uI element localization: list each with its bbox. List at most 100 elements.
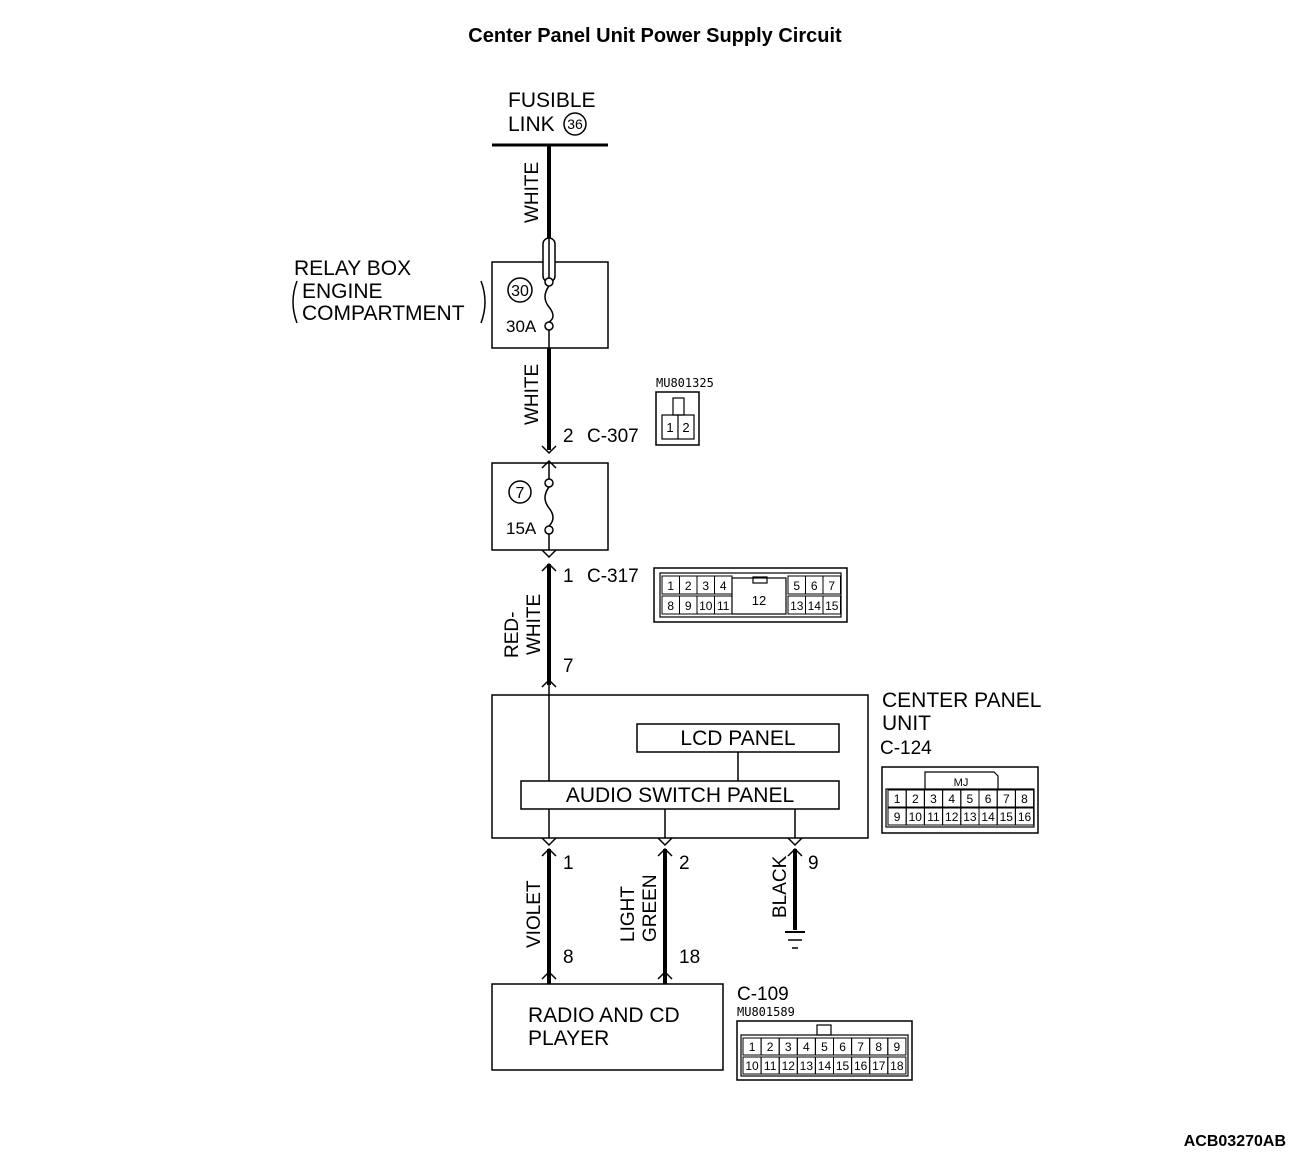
c124-bottom-cell-13: 13	[963, 810, 977, 824]
center-panel-input-pin: 7	[563, 656, 574, 677]
relay-box-paren-left	[292, 280, 298, 324]
center-panel-label-line2: UNIT	[882, 712, 931, 735]
c307-cell-2: 2	[682, 420, 689, 435]
wire-label-light-green-line1: LIGHT	[618, 886, 639, 942]
fuse-7-rating: 15A	[506, 519, 537, 538]
c109-top-cell-7: 7	[857, 1040, 864, 1054]
fuse-30-element	[544, 285, 554, 323]
fuse-7-box: 7 15A	[491, 462, 609, 551]
fusible-link-number: 36	[567, 116, 583, 132]
c109-bottom-cell-12: 12	[782, 1059, 796, 1073]
c317-top-cell-1: 1	[667, 579, 674, 593]
radio-cd-player: RADIO AND CD PLAYER	[491, 983, 724, 1071]
relay-box-paren-right	[480, 280, 486, 324]
c317-top-cell-2: 2	[685, 579, 692, 593]
c109-bottom-cell-14: 14	[818, 1059, 832, 1073]
radio-label-line2: PLAYER	[528, 1027, 609, 1050]
c109-top-cell-4: 4	[803, 1040, 810, 1054]
c109-bottom-cell-15: 15	[836, 1059, 850, 1073]
fusible-link-number-circle	[563, 112, 587, 136]
c317-bottom-cell-box	[714, 595, 733, 615]
c109-bottom-cell-18: 18	[890, 1059, 904, 1073]
c109-top-cell-2: 2	[767, 1040, 774, 1054]
radio-pin-18: 18	[679, 947, 700, 968]
fuse-7-element	[544, 486, 554, 527]
ground-icon	[785, 931, 805, 949]
wire-label-white-2: WHITE	[522, 364, 543, 425]
c317-id-label: C-317	[587, 566, 639, 587]
center-panel-output-pin-9: 9	[808, 853, 819, 874]
fusible-link: FUSIBLE LINK 36	[492, 89, 608, 147]
wire-label-black: BLACK	[770, 855, 791, 918]
c124-top-cell-4: 4	[948, 792, 955, 806]
c109-top-cell-6: 6	[839, 1040, 846, 1054]
center-panel-output-pin-1: 1	[563, 853, 574, 874]
relay-box: RELAY BOX ENGINE COMPARTMENT 30 30A	[292, 237, 609, 349]
relay-box-label-line3: COMPARTMENT	[302, 302, 465, 325]
c124-tag: MJ	[954, 777, 969, 789]
fuse-30-rating: 30A	[506, 317, 537, 336]
c109-top-cell-3: 3	[785, 1040, 792, 1054]
c307-id-label: C-307	[587, 426, 639, 447]
c317-bottom-cell-11: 11	[717, 599, 730, 613]
c109-id-label: C-109	[737, 984, 789, 1005]
c317-top-cell-3: 3	[702, 579, 709, 593]
c307-cell-1: 1	[666, 420, 673, 435]
radio-label-line1: RADIO AND CD	[528, 1004, 680, 1027]
center-panel-label-line1: CENTER PANEL	[882, 689, 1041, 712]
wire-label-violet: VIOLET	[524, 880, 545, 948]
c124-bottom-cell-10: 10	[909, 810, 923, 824]
c124-bottom-cell-16: 16	[1018, 810, 1032, 824]
c317-top-cell-box	[822, 575, 841, 595]
c109-bottom-cell-13: 13	[800, 1059, 814, 1073]
c109-top-cell-box	[887, 1037, 907, 1056]
c109-bottom-cell-10: 10	[745, 1059, 759, 1073]
c109-top-cell-1: 1	[749, 1040, 756, 1054]
c317-bottom-cell-9: 9	[685, 599, 692, 613]
c317-bottom-cell-14: 14	[808, 599, 822, 613]
c317-bottom-cell-10: 10	[699, 599, 713, 613]
c124-top-cell-2: 2	[912, 792, 919, 806]
c307-connector-icon: MU801325 1 2	[655, 376, 714, 446]
c317-pin-number: 1	[563, 566, 574, 587]
wire-label-red-white-line2: WHITE	[524, 594, 545, 655]
c317-center-cell: 12	[752, 593, 766, 608]
lcd-panel-label: LCD PANEL	[680, 727, 795, 750]
c124-bottom-cell-9: 9	[894, 810, 901, 824]
c124-top-cell-6: 6	[985, 792, 992, 806]
radio-pin-8: 8	[563, 947, 574, 968]
c124-top-cell-7: 7	[1003, 792, 1010, 806]
c124-top-cell-5: 5	[967, 792, 974, 806]
fusible-link-label-line2: LINK	[508, 113, 555, 136]
fuse-30-number-circle	[507, 277, 533, 303]
center-panel-output-pin-2: 2	[679, 853, 690, 874]
c317-bottom-cell-8: 8	[667, 599, 674, 613]
c109-top-cell-5: 5	[821, 1040, 828, 1054]
fuse-7-number: 7	[516, 485, 525, 502]
c124-bottom-cell-15: 15	[1000, 810, 1014, 824]
center-panel-unit: CENTER PANEL UNIT C-124 LCD PANEL AUDIO …	[491, 680, 1041, 839]
c109-top-cell-8: 8	[875, 1040, 882, 1054]
audio-switch-panel-box	[520, 780, 840, 810]
fusible-link-label-line1: FUSIBLE	[508, 89, 596, 112]
c109-bottom-cell-16: 16	[854, 1059, 868, 1073]
center-panel-output-connectors	[541, 837, 803, 857]
c124-top-cell-8: 8	[1021, 792, 1028, 806]
c317-bottom-cell-15: 15	[825, 599, 839, 613]
c317-top-cell-box	[714, 575, 733, 595]
c109-bottom-cell-11: 11	[764, 1059, 777, 1073]
c124-bottom-cell-box	[1014, 807, 1035, 826]
c317-top-cell-5: 5	[793, 579, 800, 593]
c307-pin-number: 2	[563, 426, 574, 447]
diagram-title: Center Panel Unit Power Supply Circuit	[468, 25, 842, 47]
relay-box-label-line1: RELAY BOX	[294, 257, 411, 280]
c307-part-number: MU801325	[656, 376, 714, 390]
c317-bottom-cell-13: 13	[790, 599, 804, 613]
c124-top-cell-1: 1	[894, 792, 901, 806]
c109-part-number: MU801589	[737, 1005, 795, 1019]
c124-top-cell-box	[1014, 789, 1035, 808]
wire-label-red-white-line1: RED-	[502, 612, 523, 658]
